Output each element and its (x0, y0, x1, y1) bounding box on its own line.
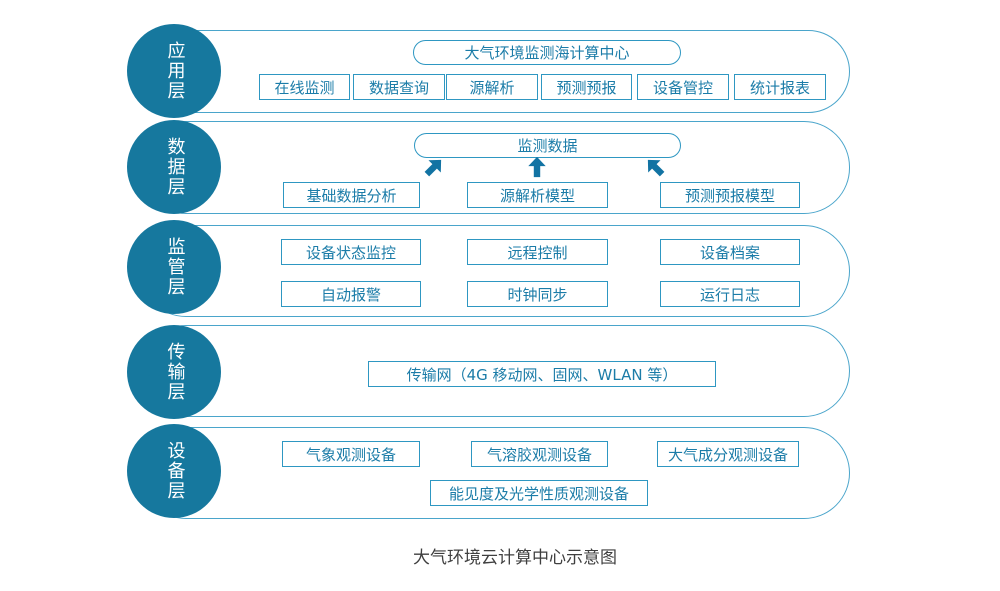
node-basic-data-analysis: 基础数据分析 (283, 182, 420, 208)
node-forecast-model: 预测预报模型 (660, 182, 800, 208)
node-transmission-network: 传输网（4G 移动网、固网、WLAN 等） (368, 361, 716, 387)
layer-label: 数据层 (164, 137, 186, 197)
node-source-analysis: 源解析 (446, 74, 538, 100)
node-data-query: 数据查询 (353, 74, 445, 100)
layer-label: 监管层 (164, 237, 186, 297)
circle-application-layer: 应用层 (127, 24, 221, 118)
node-atmospheric-composition-device: 大气成分观测设备 (657, 441, 799, 467)
circle-data-layer: 数据层 (127, 120, 221, 214)
circle-transmission-layer: 传输层 (127, 325, 221, 419)
pill-monitoring-data: 监测数据 (414, 133, 681, 158)
circle-device-layer: 设备层 (127, 424, 221, 518)
circle-supervision-layer: 监管层 (127, 220, 221, 314)
node-remote-control: 远程控制 (467, 239, 608, 265)
arrow-up-right-icon (418, 151, 449, 182)
node-device-management: 设备管控 (637, 74, 729, 100)
node-aerosol-observation-device: 气溶胶观测设备 (471, 441, 608, 467)
layer-label: 应用层 (164, 41, 186, 101)
node-forecast: 预测预报 (541, 74, 632, 100)
layer-label: 传输层 (164, 342, 186, 402)
node-weather-observation-device: 气象观测设备 (282, 441, 420, 467)
arrow-up-left-icon (639, 151, 670, 182)
node-statistics-report: 统计报表 (734, 74, 826, 100)
arrow-up-icon (526, 156, 548, 178)
node-device-archive: 设备档案 (660, 239, 800, 265)
node-run-log: 运行日志 (660, 281, 800, 307)
node-source-analysis-model: 源解析模型 (467, 182, 608, 208)
node-device-status-monitoring: 设备状态监控 (281, 239, 421, 265)
pill-monitoring-computing-center: 大气环境监测海计算中心 (413, 40, 681, 65)
node-auto-alarm: 自动报警 (281, 281, 421, 307)
node-online-monitoring: 在线监测 (259, 74, 350, 100)
layer-label: 设备层 (164, 441, 186, 501)
diagram-caption: 大气环境云计算中心示意图 (413, 548, 617, 568)
node-visibility-optical-device: 能见度及光学性质观测设备 (430, 480, 648, 506)
node-clock-sync: 时钟同步 (467, 281, 608, 307)
